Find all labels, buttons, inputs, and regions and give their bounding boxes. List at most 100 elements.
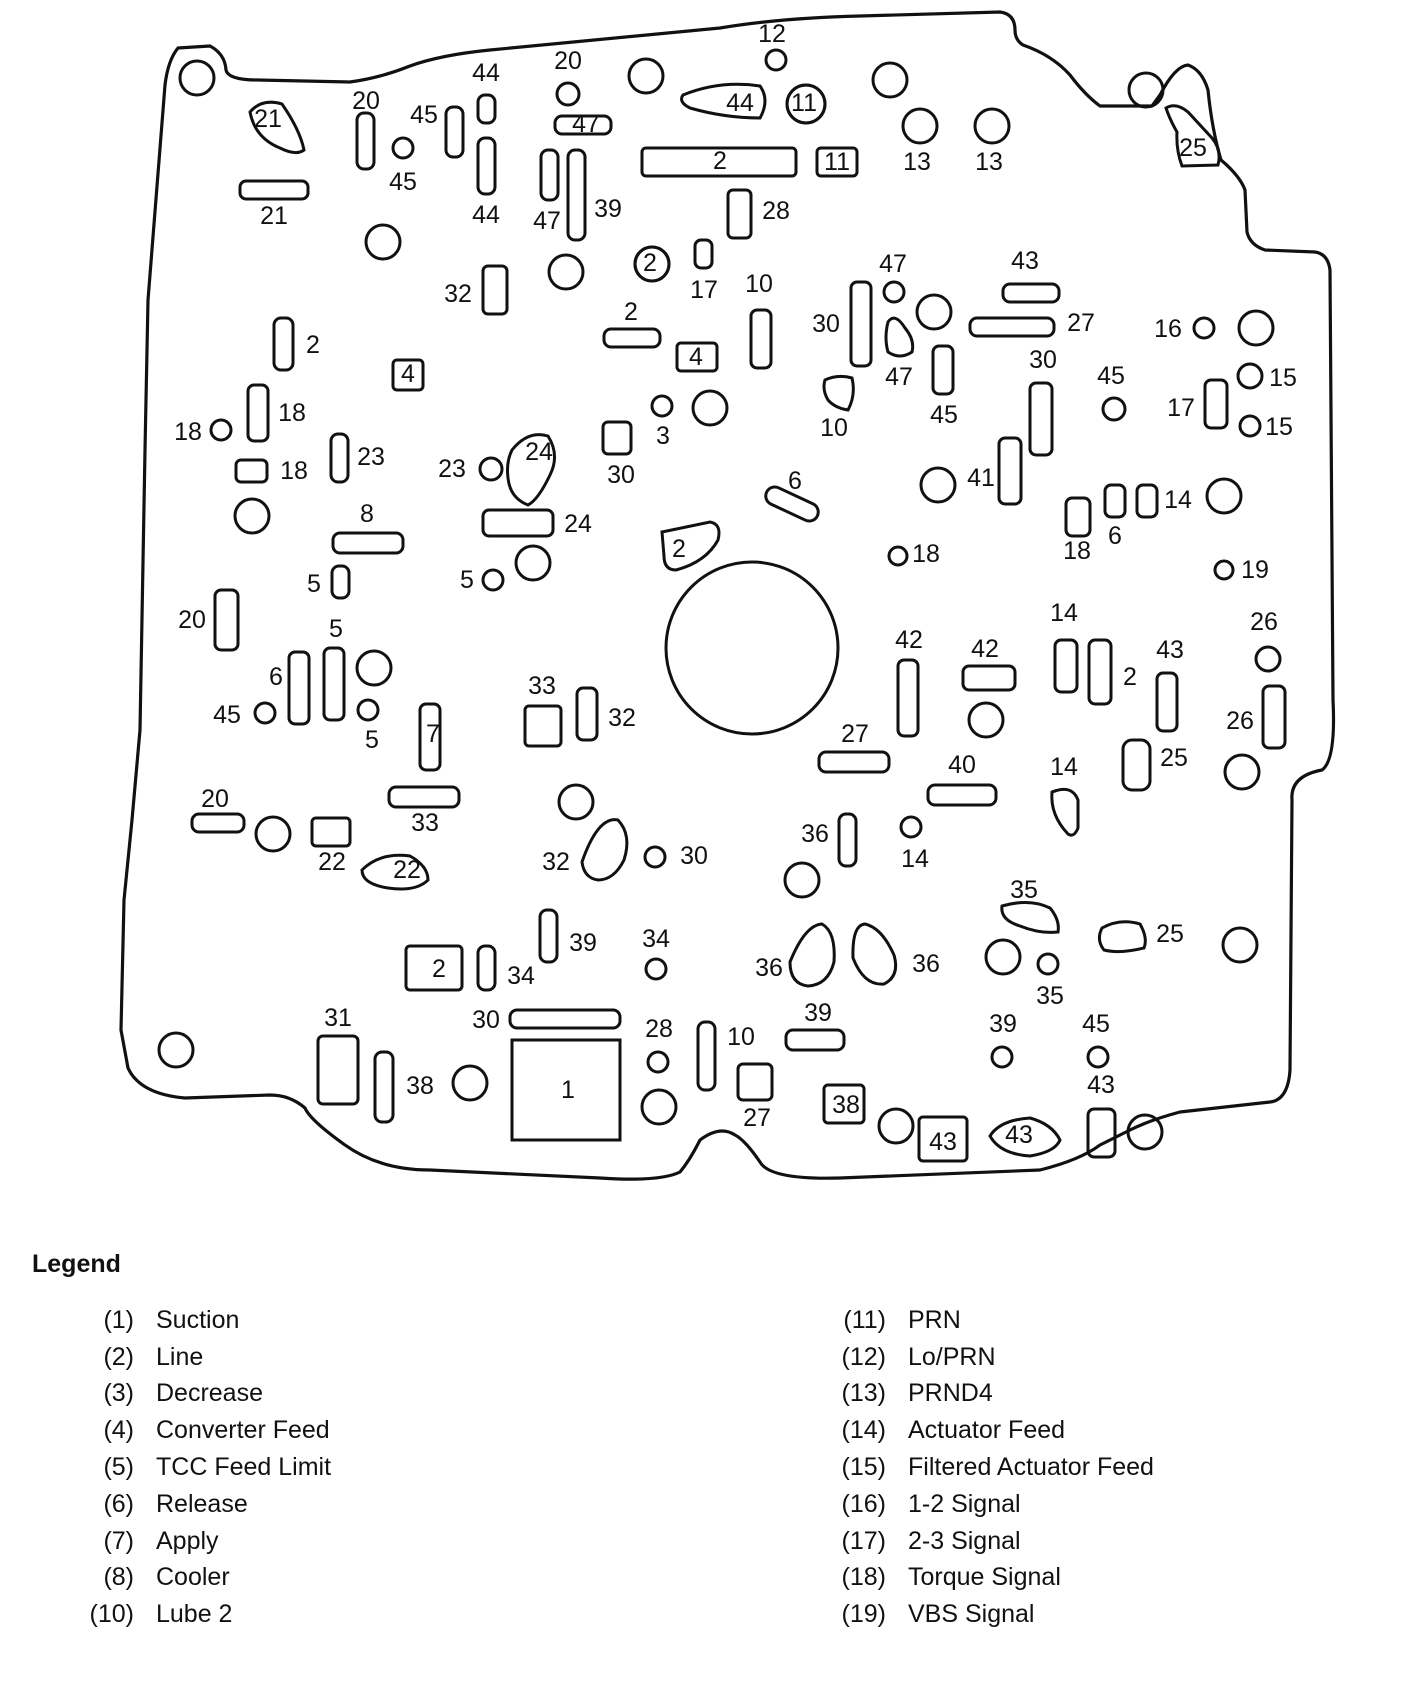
- port-label: 20: [352, 87, 380, 115]
- legend-code: (4): [103, 1416, 134, 1445]
- legend-item: (2)Line: [70, 1339, 331, 1376]
- port-label: 44: [472, 201, 500, 229]
- port-label: 22: [318, 848, 346, 876]
- legend-name: PRND4: [908, 1379, 993, 1408]
- port-label: 11: [824, 148, 850, 176]
- port-label: 42: [895, 626, 923, 654]
- legend-name: Lo/PRN: [908, 1342, 996, 1371]
- port-label: 25: [1179, 134, 1207, 162]
- port-label: 21: [260, 202, 288, 230]
- legend-name: VBS Signal: [908, 1600, 1035, 1629]
- port-label: 36: [912, 950, 940, 978]
- legend-code: (14): [841, 1416, 886, 1445]
- legend-item: (14) Actuator Feed: [820, 1412, 1154, 1449]
- port-label: 18: [912, 540, 940, 568]
- port-label: 43: [1005, 1121, 1033, 1149]
- center-bore: [664, 560, 840, 736]
- port-label: 18: [278, 399, 306, 427]
- port-label: 20: [178, 606, 206, 634]
- legend-title: Legend: [32, 1250, 121, 1278]
- port-label: 24: [525, 438, 553, 466]
- port-label: 33: [528, 672, 556, 700]
- port-label: 13: [903, 148, 931, 176]
- suction-port: [510, 1038, 622, 1142]
- port-label: 19: [1241, 556, 1269, 584]
- port-label: 2: [624, 298, 638, 326]
- port-label: 33: [411, 809, 439, 837]
- legend-item: (16)1-2 Signal: [820, 1486, 1154, 1523]
- legend-item: (12) Lo/PRN: [820, 1339, 1154, 1376]
- port-label: 30: [812, 310, 840, 338]
- legend-item: (18) Torque Signal: [820, 1560, 1154, 1597]
- port-label: 36: [801, 820, 829, 848]
- port-label: 39: [804, 999, 832, 1027]
- legend-name: 1-2 Signal: [908, 1489, 1021, 1518]
- port-label: 25: [1156, 920, 1184, 948]
- port-label: 3: [656, 422, 670, 450]
- legend-name: Actuator Feed: [908, 1416, 1066, 1445]
- legend-item: (10)Lube 2: [70, 1596, 331, 1633]
- port-label: 28: [762, 197, 790, 225]
- port-label: 21: [254, 105, 282, 133]
- port-label: 47: [533, 207, 561, 235]
- port-label: 47: [885, 363, 913, 391]
- legend-code: (7): [103, 1526, 134, 1555]
- legend-name: PRN: [908, 1305, 961, 1334]
- legend-code: (5): [103, 1453, 134, 1482]
- legend-code: (12): [841, 1342, 886, 1371]
- port-label: 35: [1010, 876, 1038, 904]
- port-label: 12: [758, 20, 786, 48]
- legend-name: 2-3 Signal: [908, 1526, 1021, 1555]
- port-label: 10: [745, 270, 773, 298]
- port-label: 34: [507, 962, 535, 990]
- legend-name: TCC Feed Limit: [156, 1453, 332, 1482]
- legend-name: Release: [156, 1489, 248, 1518]
- port-label: 26: [1226, 707, 1254, 735]
- port-label: 32: [542, 848, 570, 876]
- legend-item: (4)Converter Feed: [70, 1412, 331, 1449]
- port-label: 30: [680, 842, 708, 870]
- legend-item: (15)Filtered Actuator Feed: [820, 1449, 1154, 1486]
- port-label: 41: [967, 464, 995, 492]
- port-label: 31: [324, 1004, 352, 1032]
- port-label: 45: [930, 401, 958, 429]
- port-label: 16: [1154, 315, 1182, 343]
- port-label: 18: [1063, 537, 1091, 565]
- port-label: 5: [307, 570, 321, 598]
- port-label: 6: [269, 663, 283, 691]
- legend-name: Torque Signal: [908, 1563, 1061, 1592]
- port-label: 15: [1265, 413, 1293, 441]
- port-label: 45: [213, 701, 241, 729]
- port-label: 34: [642, 925, 670, 953]
- port-label: 11: [791, 89, 817, 117]
- legend-item: (5) TCC Feed Limit: [70, 1449, 331, 1486]
- bolt-hole: [1127, 71, 1165, 109]
- port-label: 45: [410, 101, 438, 129]
- port-label: 39: [569, 929, 597, 957]
- port-label: 47: [879, 250, 907, 278]
- port-label: 43: [1087, 1071, 1115, 1099]
- gasket-outline: [119, 10, 1336, 1181]
- port-label: 13: [975, 148, 1003, 176]
- port-label: 28: [645, 1015, 673, 1043]
- circular-holes: [209, 48, 1282, 1151]
- port-label: 7: [426, 720, 440, 748]
- legend-item: (11)PRN: [820, 1302, 1154, 1339]
- port-label: 44: [726, 89, 754, 117]
- legend-item: (17)2-3 Signal: [820, 1523, 1154, 1560]
- legend-item: (19)VBS Signal: [820, 1596, 1154, 1633]
- legend-code: (8): [103, 1563, 134, 1592]
- port-label: 23: [438, 455, 466, 483]
- legend-code: (18): [841, 1563, 886, 1592]
- bolt-hole: [1221, 926, 1259, 964]
- port-label: 23: [357, 443, 385, 471]
- port-label: 20: [554, 47, 582, 75]
- port-label: 38: [832, 1091, 860, 1119]
- legend-code: (1): [103, 1305, 134, 1334]
- port-label: 2: [432, 955, 446, 983]
- legend-item: (8)Cooler: [70, 1560, 331, 1597]
- port-label: 27: [841, 720, 869, 748]
- port-label: 45: [1082, 1010, 1110, 1038]
- port-label: 10: [727, 1023, 755, 1051]
- legend-item: (13)PRND4: [820, 1376, 1154, 1413]
